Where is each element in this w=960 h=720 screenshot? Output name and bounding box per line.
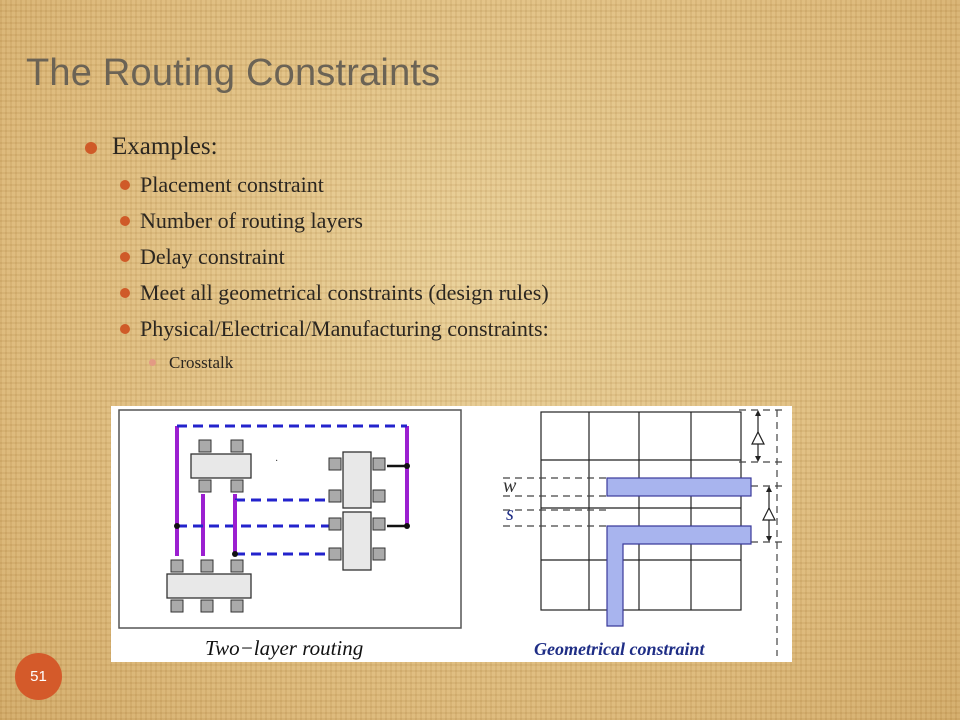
right-caption: Geometrical constraint [534,639,705,659]
bullet-heading-text: Examples: [112,133,218,160]
cell-pin [372,547,386,561]
cell-body [166,573,252,599]
via-dot [404,463,410,469]
arrow-head [755,456,761,462]
dimension-arrows [751,412,776,540]
via-dot [404,523,410,529]
cell-pin [198,479,212,493]
arrow-head [766,486,772,492]
cell-pin [328,457,342,471]
cell-body [342,511,372,571]
cell-pin [198,439,212,453]
black-stubs [233,464,407,554]
left-caption: Two−layer routing [205,636,363,660]
via-dots [174,463,410,557]
bullet-item: Number of routing layers [120,208,363,234]
bullet-item-text: Delay constraint [140,244,285,269]
cell-body [342,451,372,509]
bullet-dot-icon [120,288,130,298]
arrow-head [766,536,772,542]
cell-bottom [166,559,252,613]
label-w: w [503,475,517,497]
bullet-item-text: Meet all geometrical constraints (design… [140,280,549,305]
triangle-icon [751,430,765,445]
bullet-dot-icon [120,324,130,334]
bullet-dot-icon [85,142,97,154]
cell-pin [230,559,244,573]
arrow-head [755,410,761,416]
bullet-dot-icon [120,252,130,262]
bullet-dot-icon [120,180,130,190]
bullet-item: Meet all geometrical constraints (design… [120,280,549,306]
routing-diagram-svg: · Two−layer routing [118,409,785,660]
page-number: 51 [30,668,47,685]
metal-wires [606,477,752,627]
blue-wires [177,424,407,556]
cell-right-lower [328,511,386,571]
cell-body [190,453,252,479]
slide-title: The Routing Constraints [26,52,441,94]
cell-pin [328,489,342,503]
metal-wire-top [606,477,752,497]
cell-pin [230,599,244,613]
routing-figure: · Two−layer routing [111,406,792,662]
bullet-item: Physical/Electrical/Manufacturing constr… [120,316,549,342]
grid-frame [540,411,742,611]
cell-pin [372,489,386,503]
grid-lines [540,411,742,611]
metal-wire-l-shape [606,525,752,627]
bullet-item: Delay constraint [120,244,285,270]
cell-pin [328,547,342,561]
arrow-heads [755,410,772,542]
via-dot [232,551,238,557]
cell-pin [200,599,214,613]
bullet-subitem-text: Crosstalk [169,353,234,372]
stray-dot: · [275,456,278,467]
label-s: s [506,503,514,525]
cell-pin [170,559,184,573]
bullet-dot-icon [120,216,130,226]
bullet-subitem: Crosstalk [149,353,234,373]
bullet-heading: Examples: [85,133,218,161]
page-number-badge: 51 [15,653,62,700]
cell-pin [170,599,184,613]
cell-pin [230,439,244,453]
cell-top [190,439,252,493]
cell-pin [372,457,386,471]
cell-pin [230,479,244,493]
via-dot [174,523,180,529]
cell-pin [200,559,214,573]
two-layer-routing-panel: · Two−layer routing [118,409,462,660]
bullet-item-text: Physical/Electrical/Manufacturing constr… [140,316,549,341]
dimension-dashes [503,409,785,656]
cell-pin [372,517,386,531]
bullet-item: Placement constraint [120,172,324,198]
cell-right-upper [328,451,386,509]
bullet-item-text: Number of routing layers [140,208,363,233]
bullet-item-text: Placement constraint [140,172,324,197]
cell-pin [328,517,342,531]
geometrical-constraint-panel: w s Geometrical constraint [503,409,785,659]
bullet-dot-icon [149,359,156,366]
triangle-icon [762,506,776,521]
